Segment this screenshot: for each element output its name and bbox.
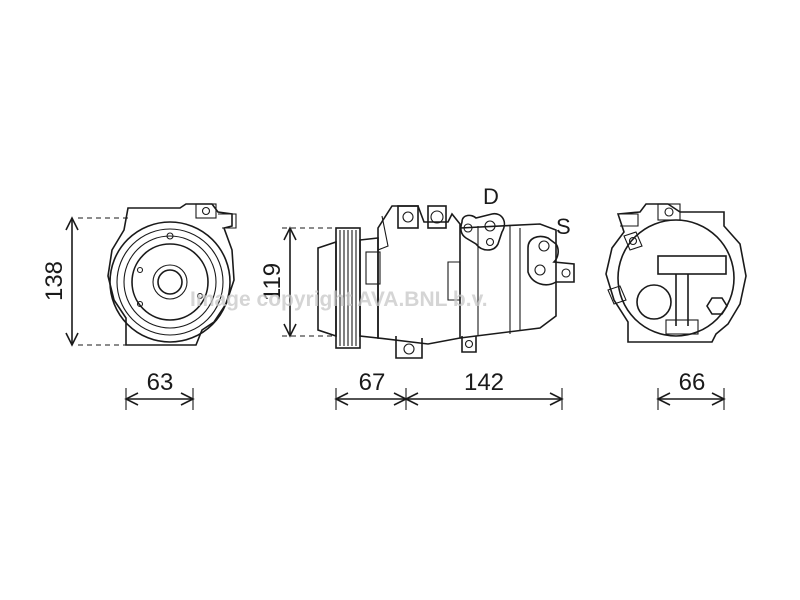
dimension-rear-width: 66	[656, 369, 726, 410]
dimension-front-width: 63	[124, 369, 195, 410]
suction-port-label: S	[556, 214, 571, 239]
front-width-label: 63	[147, 369, 174, 396]
front-height-label: 138	[41, 261, 68, 301]
front-view	[107, 203, 237, 346]
discharge-port-label: D	[483, 184, 499, 209]
copyright-watermark: Image copyright AVA.BNL b.v.	[190, 288, 488, 311]
body-length-label: 142	[464, 369, 504, 396]
clutch-length-label: 67	[359, 369, 386, 396]
dimension-front-height: 138	[41, 216, 128, 347]
side-height-label: 119	[259, 263, 286, 301]
dimension-side-height: 119	[259, 226, 336, 338]
side-view	[317, 205, 575, 359]
rear-width-label: 66	[679, 369, 706, 396]
rear-view	[605, 203, 747, 343]
dimension-length-chain: 67 142	[334, 369, 564, 410]
